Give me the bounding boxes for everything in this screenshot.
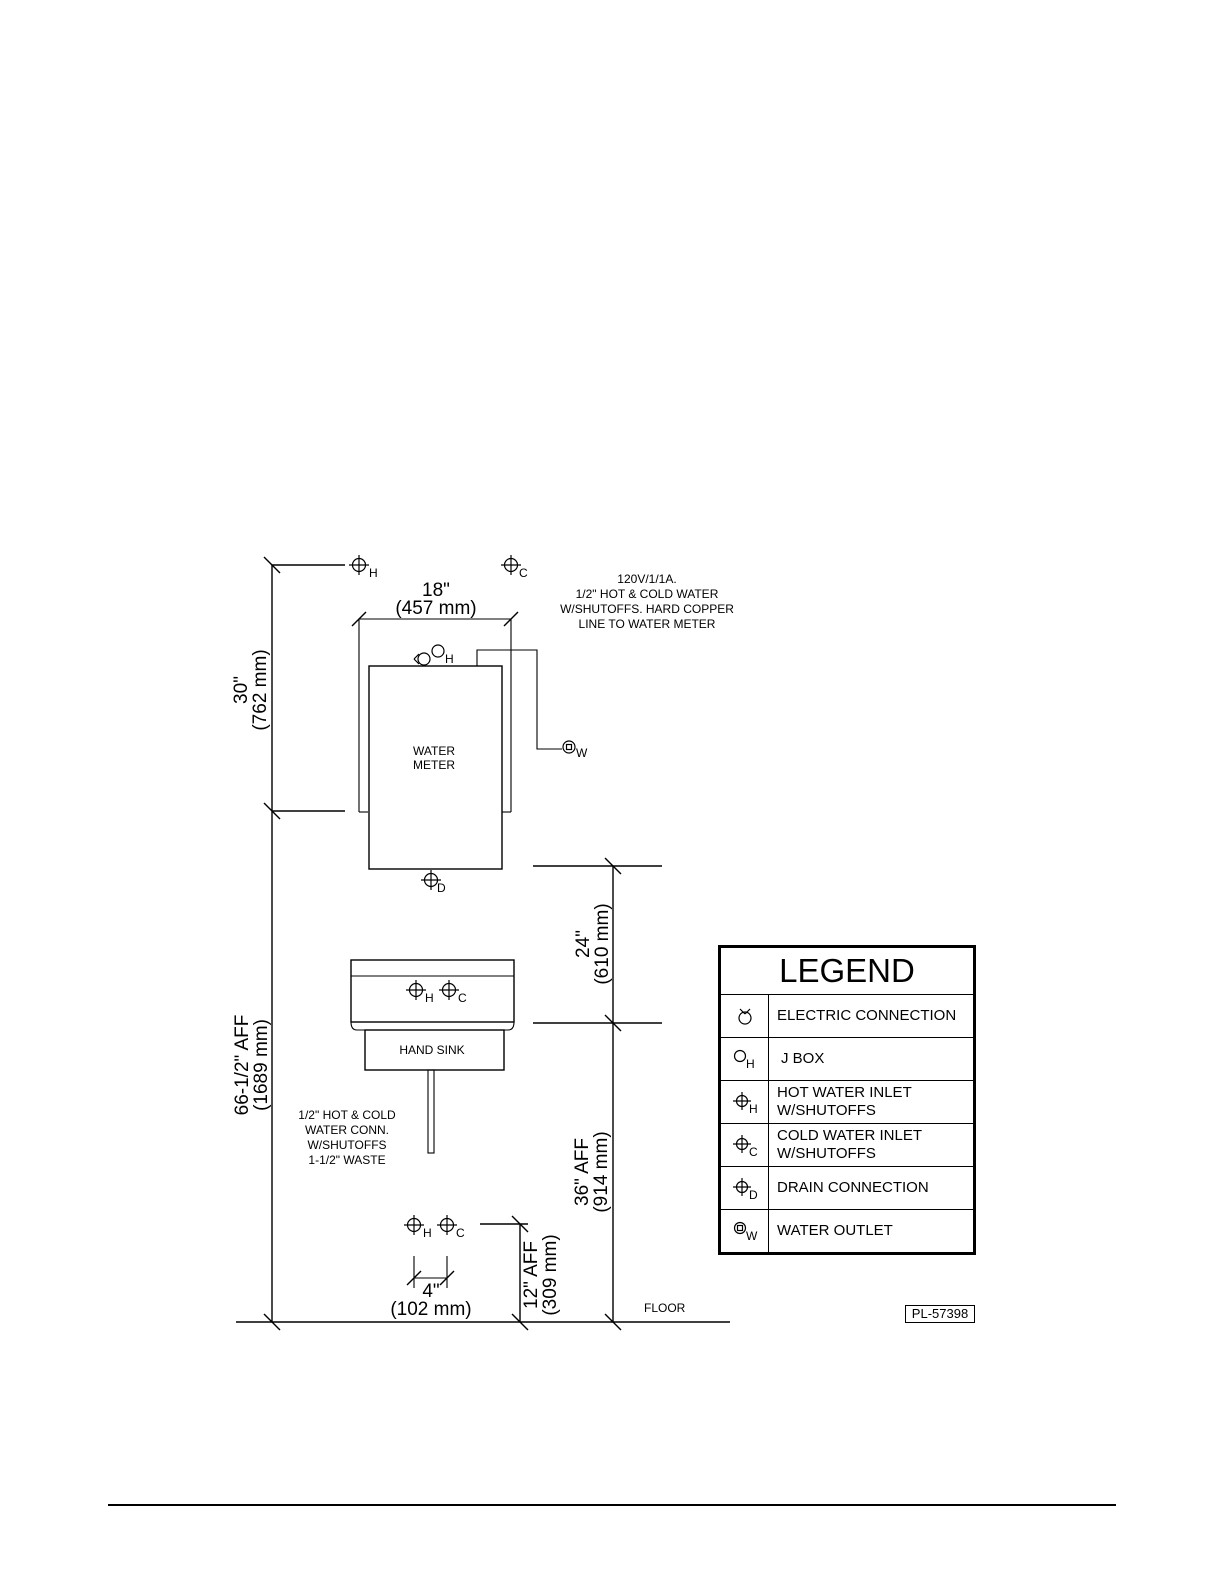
legend-sub: W [746, 1229, 758, 1243]
dim-762-mm: (762 mm) [250, 649, 271, 730]
note-line: WATER CONN. [305, 1123, 389, 1137]
note-line: 1/2" HOT & COLD WATER [576, 587, 719, 601]
hand-sink-label: HAND SINK [399, 1043, 464, 1057]
cold-water-inlet-icon [439, 980, 459, 1000]
cold-water-inlet-icon [437, 1215, 457, 1235]
electric-connection-icon [721, 995, 769, 1037]
legend-label: J BOX [781, 1050, 825, 1067]
dim-24-in: 24" [573, 930, 594, 958]
cold-water-inlet-icon [501, 555, 521, 575]
jbox-sub: H [445, 652, 454, 666]
legend-sub: H [746, 1057, 755, 1071]
legend-row: C COLD WATER INLET W/SHUTOFFS [721, 1124, 973, 1167]
legend-row: H J BOX [721, 1038, 973, 1081]
legend-row: W WATER OUTLET [721, 1210, 973, 1252]
dim-12-lines [480, 1215, 529, 1331]
water-meter-label: WATER [413, 744, 455, 758]
dim-914-mm: (914 mm) [591, 1131, 612, 1212]
dim-30-in: 30" [231, 676, 252, 704]
hot-sub-top: H [369, 566, 378, 580]
water-meter-label: METER [413, 758, 455, 772]
legend-label: ELECTRIC CONNECTION [777, 1007, 957, 1024]
hot-water-inlet-icon [406, 980, 426, 1000]
legend-row: D DRAIN CONNECTION [721, 1167, 973, 1210]
top-width-dimension [351, 611, 519, 813]
lower-cold-sub: C [456, 1226, 465, 1240]
dim-4-in: 4" [422, 1281, 439, 1302]
dim-4-lines [406, 1256, 455, 1288]
legend-row: ELECTRIC CONNECTION [721, 995, 973, 1038]
hot-water-inlet-icon [349, 555, 369, 575]
electric-note: 120V/1/1A. 1/2" HOT & COLD WATER W/SHUTO… [560, 572, 734, 631]
left-dimension-lines [236, 556, 730, 1331]
dim-102-mm: (102 mm) [390, 1299, 471, 1320]
cold-sub-top: C [519, 566, 528, 580]
bottom-rule [108, 1504, 1116, 1506]
legend-title: LEGEND [721, 948, 973, 995]
drain-sub: D [437, 881, 446, 895]
hot-water-inlet-icon: H [721, 1081, 769, 1123]
j-box-icon: H [721, 1038, 769, 1080]
note-line: W/SHUTOFFS [307, 1138, 386, 1152]
copper-line [476, 649, 562, 750]
hand-sink [350, 959, 515, 1154]
drain-connection-icon [421, 870, 441, 890]
dim-66-in: 66-1/2" AFF [232, 1015, 253, 1116]
note-line: W/SHUTOFFS. HARD COPPER [560, 602, 734, 616]
legend-sub: H [749, 1102, 758, 1116]
note-line: 1-1/2" WASTE [308, 1153, 385, 1167]
note-line: 1/2" HOT & COLD [298, 1108, 396, 1122]
dim-457-mm: (457 mm) [395, 598, 476, 619]
dim-12-in: 12" AFF [521, 1241, 542, 1309]
cold-water-inlet-icon: C [721, 1124, 769, 1166]
hot-water-inlet-icon [404, 1215, 424, 1235]
water-outlet-icon: W [721, 1210, 769, 1252]
water-outlet-icon [562, 740, 576, 754]
legend-sub: C [749, 1145, 758, 1159]
dim-1689-mm: (1689 mm) [251, 1019, 272, 1111]
sink-hot-sub: H [425, 991, 434, 1005]
sink-connection-note: 1/2" HOT & COLD WATER CONN. W/SHUTOFFS 1… [298, 1108, 396, 1167]
legend-label: DRAIN CONNECTION [777, 1179, 929, 1196]
right-dimension-lines [533, 857, 662, 1331]
dim-36-in: 36" AFF [572, 1138, 593, 1206]
legend-label: WATER OUTLET [777, 1222, 893, 1239]
sink-cold-sub: C [458, 991, 467, 1005]
water-meter-box [368, 665, 503, 870]
floor-label: FLOOR [644, 1301, 686, 1315]
plan-number: PL-57398 [905, 1305, 975, 1323]
legend-table: LEGEND ELECTRIC CONNECTION H J BOX H HOT… [718, 945, 976, 1255]
legend-row: H HOT WATER INLET W/SHUTOFFS [721, 1081, 973, 1124]
outlet-sub: W [576, 746, 588, 760]
dim-610-mm: (610 mm) [592, 903, 613, 984]
legend-label: COLD WATER INLET W/SHUTOFFS [777, 1127, 923, 1162]
drain-connection-icon: D [721, 1167, 769, 1209]
note-line: LINE TO WATER METER [579, 617, 716, 631]
note-line: 120V/1/1A. [617, 572, 676, 586]
legend-label: HOT WATER INLET W/SHUTOFFS [777, 1084, 912, 1119]
j-box-icon [431, 644, 445, 658]
legend-sub: D [749, 1188, 758, 1202]
electric-connection-icon [413, 652, 431, 666]
lower-hot-sub: H [423, 1226, 432, 1240]
dim-18-in: 18" [422, 580, 450, 601]
dim-309-mm: (309 mm) [540, 1234, 561, 1315]
